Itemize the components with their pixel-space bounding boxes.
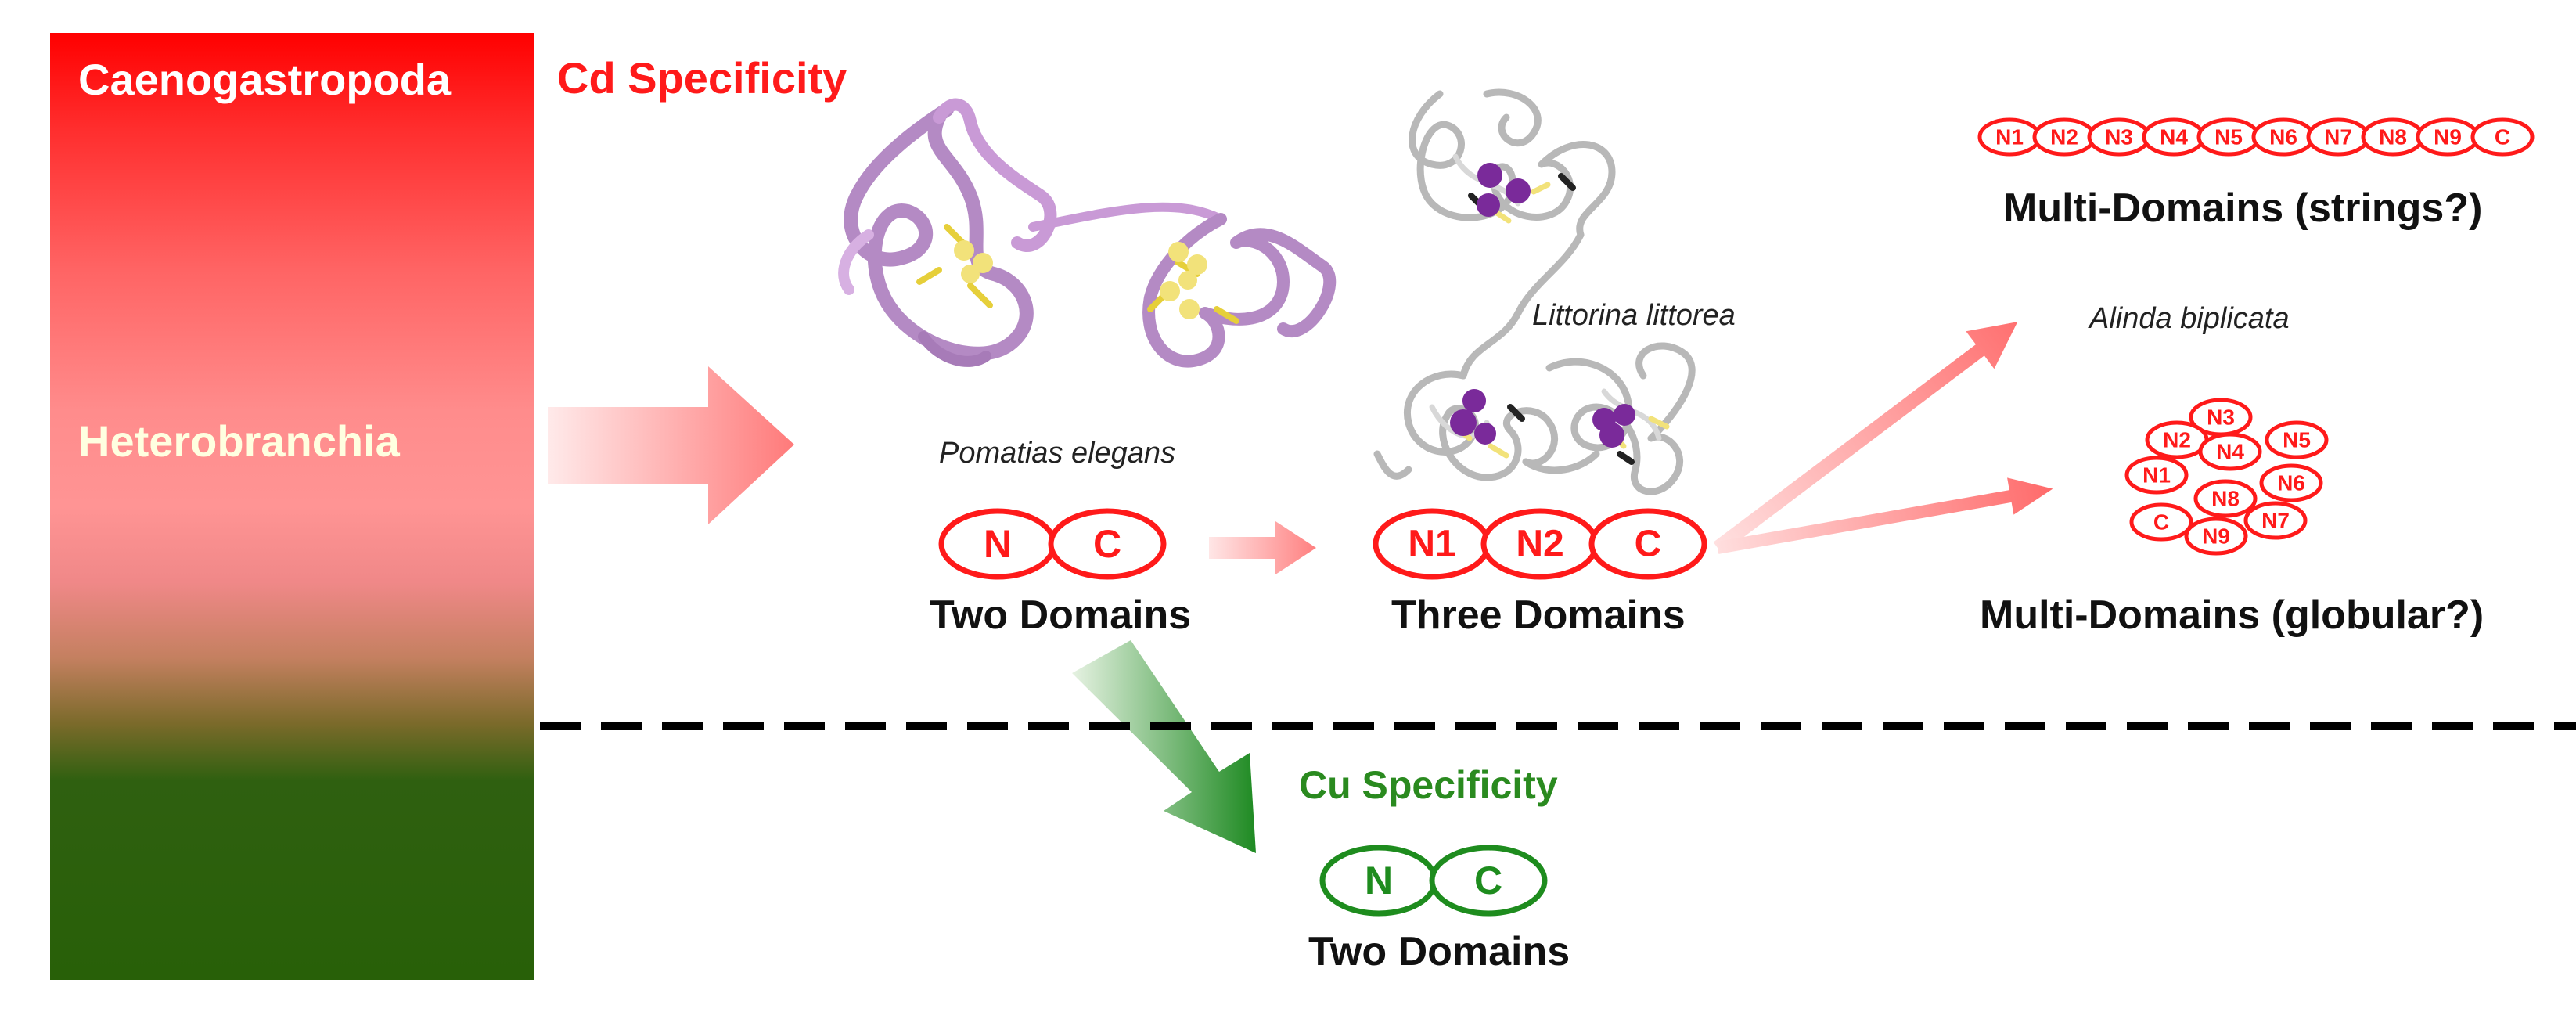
domain-label: N1 — [1995, 125, 2024, 149]
domain-label: N5 — [2214, 125, 2243, 149]
domain-n4: N4 — [2142, 117, 2206, 157]
domain-label: C — [2495, 125, 2510, 149]
domain-label: N3 — [2207, 405, 2235, 430]
species-pomatias-elegans: Pomatias elegans — [939, 437, 1176, 470]
caption-three-domains: Three Domains — [1391, 592, 1686, 638]
domain-c: C — [2470, 117, 2535, 157]
domains-multi-strings: N1 N2 N3 N4 N5 N6 N7 N8 N9 C — [1977, 117, 2535, 157]
domain-n2: N2 — [2145, 420, 2209, 459]
protein-structure-littorina — [1373, 88, 1696, 495]
domain-c: C — [2129, 502, 2193, 542]
arrow-to-cu-two-domains — [1072, 640, 1256, 853]
domain-label: N9 — [2434, 125, 2462, 149]
domain-label: C — [2153, 510, 2169, 535]
domain-n5: N5 — [2196, 117, 2261, 157]
domain-n4: N4 — [2198, 432, 2262, 471]
domain-label: N6 — [2269, 125, 2297, 149]
domain-n6: N6 — [2251, 117, 2315, 157]
domain-c: C — [1588, 508, 1707, 580]
arrow-bar-to-two-domains — [548, 366, 794, 524]
domain-n5: N5 — [2265, 420, 2329, 459]
cu-specificity-title: Cu Specificity — [1299, 763, 1558, 807]
caption-multi-strings: Multi-Domains (strings?) — [2003, 185, 2483, 231]
domain-c: C — [1048, 508, 1167, 580]
domain-n3: N3 — [2087, 117, 2151, 157]
domain-n: N — [938, 508, 1057, 580]
domain-n2: N2 — [1480, 508, 1599, 580]
caption-two-domains-cd: Two Domains — [930, 592, 1192, 638]
domain-label: N2 — [2163, 428, 2191, 452]
taxon-gradient-bar — [50, 33, 534, 980]
arrow-to-multi-globular — [1716, 477, 2053, 554]
domain-n9: N9 — [2416, 117, 2480, 157]
domain-label: N — [984, 522, 1012, 566]
domain-label: N1 — [1408, 524, 1455, 565]
caption-multi-globular: Multi-Domains (globular?) — [1980, 592, 2484, 638]
domain-label: N — [1365, 859, 1393, 902]
domain-label: N6 — [2277, 471, 2305, 495]
caption-two-domains-cu: Two Domains — [1308, 929, 1570, 974]
domain-label: N4 — [2160, 125, 2188, 149]
domain-label: C — [1093, 522, 1121, 566]
domain-label: N8 — [2379, 125, 2407, 149]
cd-specificity-title: Cd Specificity — [557, 53, 847, 103]
domain-label: N9 — [2202, 524, 2230, 549]
domain-n1: N1 — [1977, 117, 2042, 157]
domain-n: N — [1319, 845, 1438, 917]
domain-n1: N1 — [2124, 456, 2189, 495]
domain-n9: N9 — [2184, 517, 2248, 556]
protein-structure-pomatias — [838, 98, 1337, 368]
arrow-two-to-three-domains — [1209, 521, 1316, 574]
domain-n7: N7 — [2243, 501, 2308, 540]
domain-label: N5 — [2283, 428, 2311, 452]
domain-label: N8 — [2211, 487, 2240, 511]
domain-label: N4 — [2216, 440, 2244, 464]
arrow-to-multi-strings — [1713, 322, 2018, 554]
domain-label: N1 — [2142, 463, 2171, 488]
domain-n8: N8 — [2193, 479, 2258, 518]
domain-label: N2 — [2050, 125, 2078, 149]
domain-label: N3 — [2105, 125, 2133, 149]
domain-n1: N1 — [1373, 508, 1491, 580]
domain-label: C — [1474, 859, 1502, 902]
domain-label: C — [1635, 524, 1662, 565]
label-caenogastropoda: Caenogastropoda — [78, 55, 452, 104]
domain-label: N7 — [2324, 125, 2352, 149]
label-heterobranchia: Heterobranchia — [78, 416, 400, 466]
domain-n6: N6 — [2259, 463, 2323, 502]
species-littorina-littorea: Littorina littorea — [1532, 299, 1736, 332]
domain-n2: N2 — [2032, 117, 2096, 157]
species-alinda-biplicata: Alinda biplicata — [2089, 302, 2290, 335]
domain-c: C — [1429, 845, 1548, 917]
domain-label: N7 — [2261, 509, 2290, 533]
domain-n3: N3 — [2189, 398, 2253, 437]
domains-three-cd: N1 N2 C — [1373, 508, 1707, 580]
domain-label: N2 — [1516, 524, 1563, 565]
domain-n7: N7 — [2306, 117, 2370, 157]
domain-n8: N8 — [2361, 117, 2425, 157]
